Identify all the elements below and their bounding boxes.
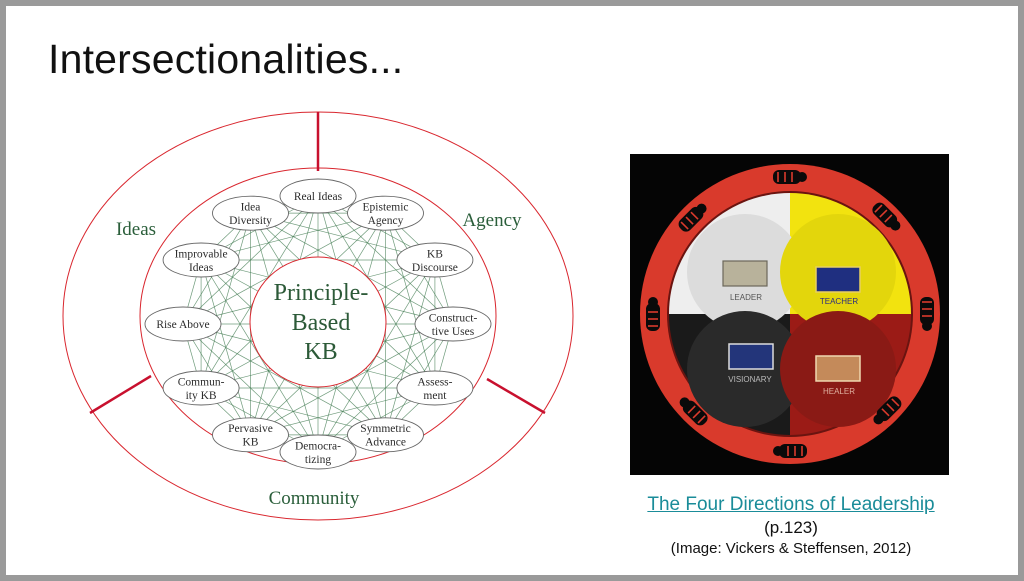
center-label-line-3: KB — [304, 339, 337, 365]
four-directions-link[interactable]: The Four Directions of Leadership — [647, 494, 935, 515]
principle-label: Agency — [368, 215, 404, 227]
principle-label: Idea — [241, 201, 261, 213]
principle-nodes: Real IdeasEpistemicAgencyKBDiscourseCons… — [144, 178, 492, 470]
image-credit: (Image: Vickers & Steffensen, 2012) — [670, 540, 912, 557]
principle-label: KB — [427, 248, 443, 260]
four-directions-image: LEADER TEACHER VISIONARY HEALER — [630, 154, 949, 475]
principle-label: Assess- — [417, 376, 452, 388]
healer-emblem — [815, 355, 861, 382]
community-label: Community — [269, 488, 360, 509]
principle-label: Democra- — [295, 440, 341, 452]
ideas-label: Ideas — [116, 219, 156, 240]
principle-label: tive Uses — [432, 326, 475, 338]
principle-based-kb-diagram: Real IdeasEpistemicAgencyKBDiscourseCons… — [62, 111, 574, 521]
principle-node: Assess-ment — [396, 370, 474, 406]
principle-node-ellipse — [396, 370, 474, 406]
principle-label: Advance — [365, 437, 406, 449]
hand-symbol-icon — [773, 444, 807, 458]
principle-node-ellipse — [396, 242, 474, 278]
principle-label: ity KB — [186, 390, 217, 402]
principle-node: Democra-tizing — [279, 434, 357, 470]
principle-node-ellipse — [144, 306, 222, 342]
leader-label: LEADER — [730, 293, 762, 302]
leader-emblem — [722, 260, 768, 287]
principle-node-ellipse — [414, 306, 492, 342]
principle-node-ellipse — [212, 195, 289, 231]
hand-symbol-icon — [773, 170, 807, 184]
principle-label: Commun- — [178, 376, 225, 388]
principle-label: Rise Above — [156, 319, 209, 331]
principle-link — [200, 213, 251, 389]
principle-label: ment — [423, 390, 447, 402]
eye-symbol-icon — [873, 396, 902, 425]
principle-node-ellipse — [279, 178, 357, 214]
principle-node: KB Discourse — [396, 242, 474, 278]
principle-label: Diversity — [229, 215, 272, 227]
principle-node-ellipse — [162, 370, 240, 406]
divider-left — [89, 374, 152, 415]
principle-label: tizing — [305, 454, 331, 466]
healer-label: HEALER — [823, 387, 855, 396]
principle-label: Construct- — [429, 312, 478, 324]
eye-symbol-icon — [679, 397, 708, 426]
principle-label: Discourse — [412, 262, 458, 274]
image-caption: The Four Directions of Leadership (p.123… — [606, 493, 976, 559]
teacher-emblem — [815, 266, 861, 293]
visionary-emblem — [728, 343, 774, 370]
center-label-line-1: Principle- — [274, 280, 369, 306]
principle-label: Real Ideas — [294, 191, 343, 203]
agency-label: Agency — [462, 210, 522, 231]
ring-symbols — [646, 170, 934, 458]
divider-right — [486, 377, 546, 415]
principle-node: Rise Above — [144, 306, 222, 342]
principle-label: KB — [243, 437, 259, 449]
page-reference: (p.123) — [764, 518, 818, 537]
principle-node-ellipse — [279, 434, 357, 470]
principle-label: Pervasive — [228, 423, 273, 435]
principle-node: Real Ideas — [279, 178, 357, 214]
principle-label: Epistemic — [363, 201, 409, 213]
principle-node: Construct-tive Uses — [414, 306, 492, 342]
principle-node-ellipse — [347, 417, 424, 453]
principle-node-ellipse — [212, 417, 289, 453]
eye-symbol-icon — [678, 203, 707, 232]
principle-link — [182, 323, 386, 436]
principle-node-ellipse — [347, 195, 424, 231]
principle-label: Ideas — [189, 262, 214, 274]
principle-label: Symmetric — [360, 423, 410, 435]
teacher-label: TEACHER — [820, 297, 858, 306]
principle-label: Improvable — [175, 248, 228, 260]
eye-symbol-icon — [872, 202, 901, 231]
principle-node: Commun-ity KB — [162, 370, 240, 406]
visionary-label: VISIONARY — [728, 375, 772, 384]
hand-symbol-icon — [920, 297, 934, 331]
principle-link — [200, 259, 251, 435]
center-label-line-2: Based — [292, 310, 351, 336]
principle-node-ellipse — [162, 242, 240, 278]
hand-symbol-icon — [646, 297, 660, 331]
slide-title: Intersectionalities... — [48, 36, 404, 82]
inner-ring — [249, 256, 387, 388]
